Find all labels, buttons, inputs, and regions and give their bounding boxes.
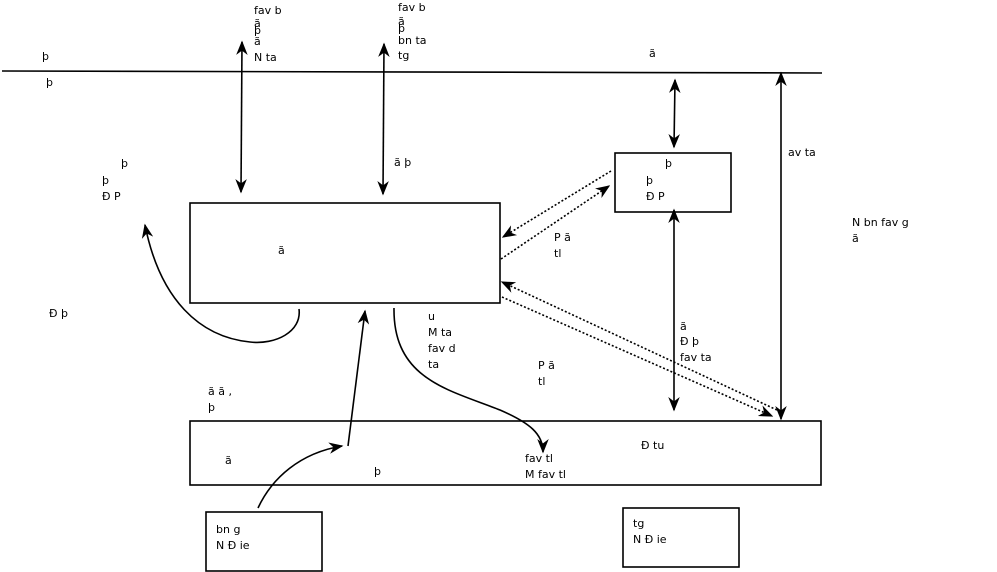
label-dotted2-l1: P ã	[538, 359, 555, 372]
label-arrow2-l3: þ	[398, 22, 405, 35]
label-left-l1: þ	[121, 157, 128, 170]
label-arrow2-l1: fav b	[398, 1, 426, 14]
label-arrow1-l1: fav b	[254, 4, 282, 17]
label-down-l1: u	[428, 310, 435, 323]
label-bottom-box-c2: M fav tl	[525, 468, 566, 481]
arrow-bottom-to-main	[347, 309, 370, 447]
label-dotted2-l2: tl	[538, 375, 545, 388]
label-arrow2-l4: bn ta	[398, 34, 427, 47]
label-vert-l2: Ð þ	[680, 335, 699, 348]
label-self-loop: Ð þ	[49, 307, 68, 320]
arrow-self-loop	[141, 223, 300, 344]
label-bl-box-l1: bn g	[216, 523, 240, 536]
label-bl-box-l2: N Ð ie	[216, 539, 250, 552]
arrow-vertical-1	[235, 40, 248, 194]
bottom-right-box	[622, 507, 740, 568]
main-box	[189, 202, 501, 304]
label-vert-l3: fav ta	[680, 351, 712, 364]
label-bottom-box-a: ã	[225, 454, 232, 467]
label-bottom-box-b: þ	[374, 465, 381, 478]
label-arrow1-l5: N ta	[254, 51, 277, 64]
label-right-arrow: av ta	[788, 146, 816, 159]
label-arrow2-l5: tg	[398, 49, 409, 62]
label-down-l3: fav d	[428, 342, 456, 355]
arrow-main-to-bottom	[393, 307, 549, 454]
label-bottom-box-d: Ð tu	[641, 439, 664, 452]
label-mid: ã þ	[394, 156, 411, 169]
label-vert-l1: ã	[680, 320, 687, 333]
label-far-right-l1: N bn fav g	[852, 216, 909, 229]
label-far-right-l2: ã	[852, 232, 859, 245]
label-top-right-a: ã	[649, 47, 656, 60]
label-arrow2-l2: ã	[398, 15, 405, 28]
dotted-small-box-to-main	[501, 170, 612, 238]
ground-line	[1, 70, 823, 74]
label-main-box: ã	[278, 244, 285, 257]
label-small-box-l3: Ð P	[646, 190, 665, 203]
label-ground-left-2: þ	[46, 76, 53, 89]
label-left-l2: þ	[102, 174, 109, 187]
label-dotted1-l2: tl	[554, 247, 561, 260]
bottom-long-box	[189, 420, 822, 486]
bottom-left-box	[205, 511, 323, 572]
label-br-box-l2: N Ð ie	[633, 533, 667, 546]
small-right-box	[614, 152, 732, 213]
label-left-l3: Ð P	[102, 190, 121, 203]
arrow-vertical-2	[377, 42, 390, 196]
label-bottom-box-c1: fav tl	[525, 452, 553, 465]
dotted-bottom-to-main	[500, 281, 778, 411]
label-small-box-l1: þ	[665, 157, 672, 170]
label-ground-left-1: þ	[42, 50, 49, 63]
label-down-l2: M ta	[428, 326, 452, 339]
label-br-box-l1: tg	[633, 517, 644, 530]
label-arrow1-l4: ã	[254, 35, 261, 48]
dotted-main-to-bottom	[501, 296, 774, 417]
arrow-top-small-box	[668, 78, 681, 149]
dotted-main-to-small-box	[500, 185, 611, 260]
label-up-left-l1: ã ã ,	[208, 385, 232, 398]
arrow-from-bl-box	[257, 442, 344, 509]
label-down-l4: ta	[428, 358, 439, 371]
label-arrow1-l3: þ	[254, 24, 261, 37]
label-small-box-l2: þ	[646, 174, 653, 187]
label-arrow1-l2: ã	[254, 17, 261, 30]
label-up-left-l2: þ	[208, 401, 215, 414]
label-dotted1-l1: P ã	[554, 231, 571, 244]
